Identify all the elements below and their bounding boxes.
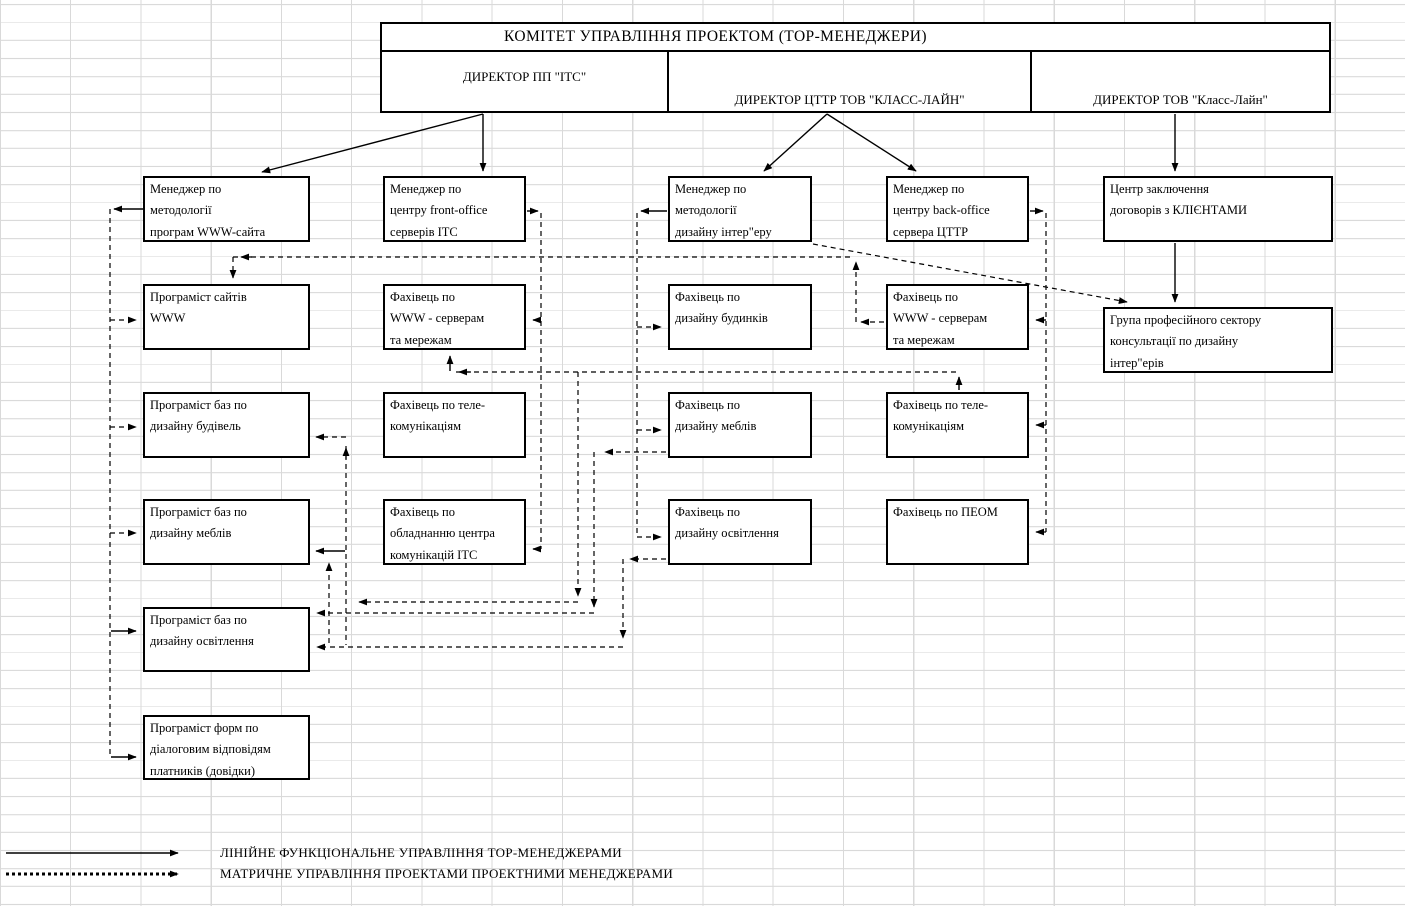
box-manager-back-office: Менеджер по центру back-office сервера Ц… — [886, 176, 1029, 242]
box-www-servers-specialist-1: Фахівець по WWW - серверам та мережам — [383, 284, 526, 350]
box-contracts-center: Центр заключення договорів з КЛІЄНТАМИ — [1103, 176, 1333, 242]
box-furniture-db-programmer: Програміст баз по дизайну меблів — [143, 499, 310, 565]
box-telecom-specialist-2: Фахівець по теле- комунікаціям — [886, 392, 1029, 458]
box-manager-www-methodology: Менеджер по методології програм WWW-сайт… — [143, 176, 310, 242]
box-lighting-design-specialist: Фахівець по дизайну освітлення — [668, 499, 812, 565]
box-director-cttr: ДИРЕКТОР ЦТТР ТОВ "КЛАСС-ЛАЙН" — [667, 50, 1032, 113]
box-www-servers-specialist-2: Фахівець по WWW - серверам та мережам — [886, 284, 1029, 350]
legend-solid-label: ЛІНІЙНЕ ФУНКЦІОНАЛЬНЕ УПРАВЛІННЯ ТОР-МЕН… — [220, 845, 622, 860]
box-building-design-specialist: Фахівець по дизайну будинків — [668, 284, 812, 350]
box-pc-specialist: Фахівець по ПЕОМ — [886, 499, 1029, 565]
box-furniture-design-specialist: Фахівець по дизайну меблів — [668, 392, 812, 458]
box-manager-interior-methodology: Менеджер по методології дизайну інтер"ер… — [668, 176, 812, 242]
box-interior-consulting-group: Група професійного сектору консультації … — [1103, 307, 1333, 373]
box-its-equipment-specialist: Фахівець по обладнанню центра комунікаці… — [383, 499, 526, 565]
box-director-klass-line: ДИРЕКТОР ТОВ "Класс-Лайн" — [1030, 50, 1331, 113]
box-www-sites-programmer: Програміст сайтів WWW — [143, 284, 310, 350]
box-dialog-forms-programmer: Програміст форм по діалоговим відповідям… — [143, 715, 310, 780]
box-telecom-specialist-1: Фахівець по теле- комунікаціям — [383, 392, 526, 458]
box-director-its: ДИРЕКТОР ПП "ІТС" — [380, 50, 669, 113]
box-manager-front-office: Менеджер по центру front-office серверів… — [383, 176, 526, 242]
legend-dotted-label: МАТРИЧНЕ УПРАВЛІННЯ ПРОЕКТАМИ ПРОЕКТНИМИ… — [220, 866, 674, 881]
box-lighting-db-programmer: Програміст баз по дизайну освітлення — [143, 607, 310, 672]
box-building-db-programmer: Програміст баз по дизайну будівель — [143, 392, 310, 458]
legend-arrows — [6, 849, 179, 878]
box-committee-header: КОМІТЕТ УПРАВЛІННЯ ПРОЕКТОМ (ТОР-МЕНЕДЖЕ… — [380, 22, 1331, 52]
